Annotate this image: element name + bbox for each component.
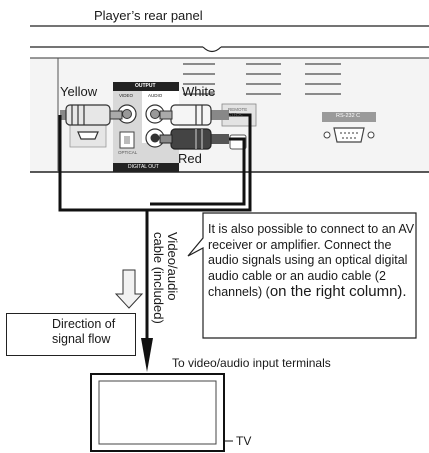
- rs232c-port: [322, 112, 376, 143]
- video-label: VIDEO: [119, 93, 134, 98]
- cable-label-line2: cable (included): [151, 232, 166, 324]
- cable-arrow-head: [141, 338, 153, 372]
- digital-out-label: DIGITAL OUT: [128, 164, 159, 170]
- red-label: Red: [178, 151, 202, 166]
- signal-flow-text: Direction of signal flow: [52, 317, 116, 346]
- note-part1: It is also possible to connect to an AV …: [208, 222, 415, 299]
- cable-label-line1: Video/audio: [165, 232, 180, 301]
- tv-display: [90, 373, 233, 452]
- audio-label: AUDIO: [148, 93, 163, 98]
- note-callout: [187, 212, 417, 339]
- player-rear-panel: [30, 25, 429, 173]
- yellow-label: Yellow: [60, 84, 98, 99]
- white-audio-plug: [159, 104, 229, 126]
- down-arrow-icon: [114, 269, 144, 309]
- tv-label: TV: [236, 434, 252, 448]
- rs232c-label: RS-232 C: [336, 113, 361, 119]
- white-label: White: [182, 84, 216, 99]
- input-terminals-label: To video/audio input terminals: [172, 356, 331, 370]
- note-part3: ).: [397, 283, 407, 300]
- vent-slots: [183, 63, 341, 95]
- optical-label: OPTICAL: [118, 150, 138, 155]
- yellow-video-plug: [60, 104, 123, 126]
- av-cable: [58, 113, 252, 340]
- note-text: It is also possible to connect to an AV …: [208, 222, 416, 301]
- red-audio-plug: [159, 128, 229, 150]
- panel-fragment-label: REMOTE CTR.A.: [228, 107, 248, 117]
- note-part2: on the right column: [269, 283, 398, 300]
- cable-label: Video/audio cable (included): [151, 232, 180, 324]
- rear-panel-title: Player’s rear panel: [94, 8, 203, 23]
- signal-flow-legend: Direction of signal flow: [6, 313, 136, 356]
- output-label: OUTPUT: [135, 83, 156, 89]
